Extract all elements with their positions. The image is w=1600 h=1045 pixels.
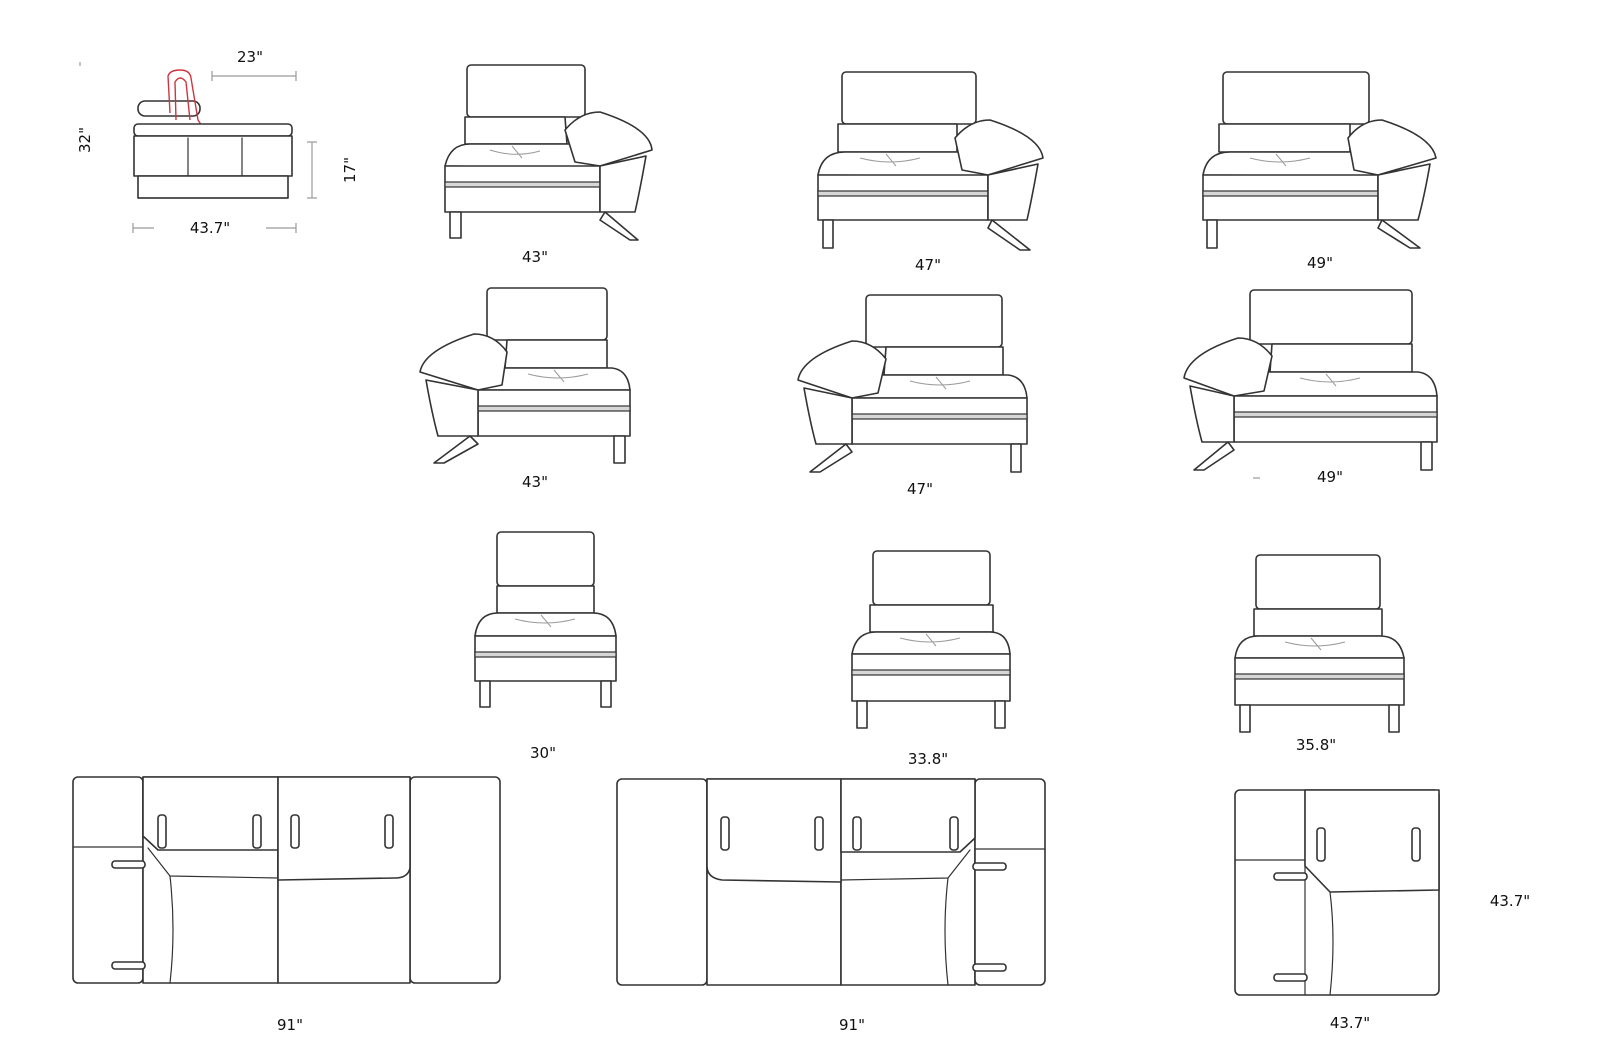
plan-left: [72, 776, 501, 984]
plan-corner-depth-label: 43.7": [1490, 892, 1530, 910]
module-arm-left-1: [419, 287, 631, 464]
module-arm-right-2-label: 47": [915, 256, 941, 274]
side-seat-body: [133, 135, 293, 177]
module-arm-left-1-label: 43": [522, 473, 548, 491]
side-back-height-label: 32": [76, 127, 94, 153]
side-base: [137, 175, 289, 199]
side-view: 23" 32" 17" 43.7": [76, 48, 359, 237]
plan-middle-width-label: 91": [839, 1016, 865, 1034]
plan-middle: [616, 778, 1046, 986]
module-arm-left-2: [797, 294, 1028, 473]
plan-left-width-label: 91": [277, 1016, 303, 1034]
side-seat-height-label: 17": [341, 157, 359, 183]
side-recline-outline: [167, 69, 288, 145]
side-depth-label: 23": [237, 48, 263, 66]
module-armless-2-label: 33.8": [908, 750, 948, 768]
module-armless-3: [1234, 554, 1405, 733]
module-arm-right-3: [1202, 71, 1437, 249]
module-arm-right-1: [444, 64, 653, 241]
module-armless-2: [851, 550, 1011, 729]
side-width-label: 43.7": [190, 219, 230, 237]
module-arm-right-1-label: 43": [522, 248, 548, 266]
module-arm-left-3-label: 49": [1317, 468, 1343, 486]
side-seat-top: [133, 123, 293, 137]
module-armless-1-label: 30": [530, 744, 556, 762]
module-arm-right-3-label: 49": [1307, 254, 1333, 272]
module-arm-right-2: [817, 71, 1044, 251]
plan-corner: [1234, 789, 1440, 996]
module-arm-left-3: [1183, 289, 1438, 471]
plan-corner-width-label: 43.7": [1330, 1014, 1370, 1032]
module-armless-1: [474, 531, 617, 708]
module-armless-3-label: 35.8": [1296, 736, 1336, 754]
module-arm-left-2-label: 47": [907, 480, 933, 498]
